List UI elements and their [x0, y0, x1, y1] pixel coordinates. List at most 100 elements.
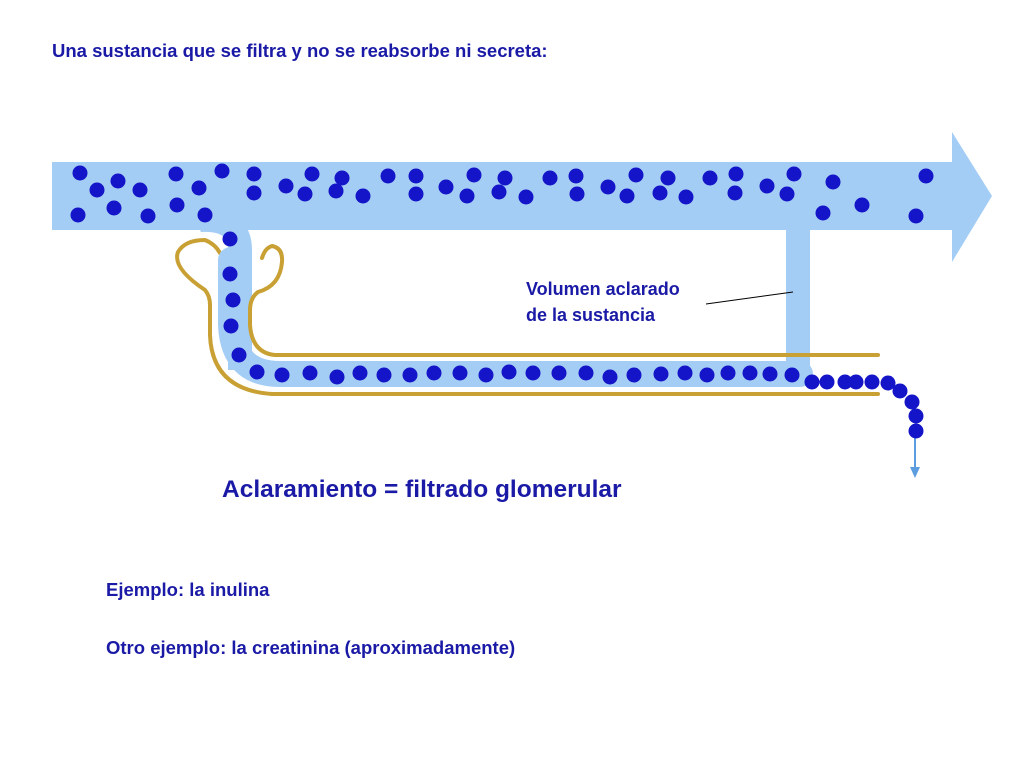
- blood-particle: [779, 186, 795, 202]
- urine-particle: [908, 408, 924, 424]
- urine-particle: [864, 374, 880, 390]
- tubular-particle: [653, 366, 669, 382]
- substance-particles: [70, 163, 934, 439]
- blood-particle: [72, 165, 88, 181]
- cleared-volume-label-line1: Volumen aclarado: [526, 279, 680, 299]
- tubular-particle: [352, 365, 368, 381]
- label-pointer-line: [705, 291, 794, 305]
- filtered-particle: [223, 318, 239, 334]
- blood-particle: [140, 208, 156, 224]
- tubular-particle: [677, 365, 693, 381]
- urine-particle: [892, 383, 908, 399]
- blood-particle: [660, 170, 676, 186]
- slide-heading: Una sustancia que se filtra y no se reab…: [52, 40, 548, 61]
- blood-particle: [408, 186, 424, 202]
- blood-particle: [408, 168, 424, 184]
- efferent-branch: [786, 202, 821, 372]
- blood-particle: [89, 182, 105, 198]
- blood-particle: [759, 178, 775, 194]
- blood-particle: [168, 166, 184, 182]
- cleared-volume-label: Volumen aclarado de la sustancia: [526, 276, 680, 328]
- tubular-particle: [762, 366, 778, 382]
- blood-particle: [459, 188, 475, 204]
- example-inulin: Ejemplo: la inulina: [106, 579, 270, 600]
- tubular-particle: [402, 367, 418, 383]
- blood-particle: [491, 184, 507, 200]
- tubular-particle: [376, 367, 392, 383]
- bowman-capsule-left: [175, 237, 880, 396]
- blood-particle: [355, 188, 371, 204]
- blood-particle: [628, 167, 644, 183]
- tubular-particle: [329, 369, 345, 385]
- blood-particle: [518, 189, 534, 205]
- blood-particle: [727, 185, 743, 201]
- tubular-particle: [551, 365, 567, 381]
- filtered-particle: [222, 231, 238, 247]
- blood-particle: [70, 207, 86, 223]
- blood-particle: [619, 188, 635, 204]
- tubular-particle: [578, 365, 594, 381]
- tubular-particle: [302, 365, 318, 381]
- blood-particle: [246, 185, 262, 201]
- blood-particle: [278, 178, 294, 194]
- blood-particle: [918, 168, 934, 184]
- blood-particle: [600, 179, 616, 195]
- filtered-particle: [222, 266, 238, 282]
- blood-particle: [214, 163, 230, 179]
- tubular-particle: [452, 365, 468, 381]
- blood-particle: [328, 183, 344, 199]
- blood-particle: [908, 208, 924, 224]
- blood-particle: [106, 200, 122, 216]
- urine-particle: [880, 375, 896, 391]
- filtered-particle: [231, 347, 247, 363]
- blood-particle: [132, 182, 148, 198]
- tubular-particle: [426, 365, 442, 381]
- urine-particle: [908, 423, 924, 439]
- tubular-particle: [274, 367, 290, 383]
- blood-particle: [568, 168, 584, 184]
- clearance-equation: Aclaramiento = filtrado glomerular: [222, 476, 622, 503]
- nephron-tubule: [175, 237, 880, 396]
- blood-particle: [297, 186, 313, 202]
- blood-particle: [466, 167, 482, 183]
- blood-particle: [334, 170, 350, 186]
- bowman-capsule-right: [248, 243, 880, 357]
- tubular-particle: [699, 367, 715, 383]
- blood-particle: [786, 166, 802, 182]
- blood-particle: [652, 185, 668, 201]
- blood-particle: [542, 170, 558, 186]
- urine-particle: [804, 374, 820, 390]
- filtered-particle: [225, 292, 241, 308]
- urine-particle: [904, 394, 920, 410]
- tubular-particle: [720, 365, 736, 381]
- blood-particle: [380, 168, 396, 184]
- urine-arrow-head: [910, 467, 920, 478]
- example-creatinine: Otro ejemplo: la creatinina (aproximadam…: [106, 637, 516, 658]
- blood-particle: [110, 173, 126, 189]
- blood-particle: [825, 174, 841, 190]
- blood-particle: [728, 166, 744, 182]
- urine-particle: [819, 374, 835, 390]
- blood-particle: [197, 207, 213, 223]
- blood-particle: [246, 166, 262, 182]
- blood-particle: [304, 166, 320, 182]
- tubular-particle: [602, 369, 618, 385]
- blood-particle: [815, 205, 831, 221]
- blood-particle: [497, 170, 513, 186]
- blood-particle: [191, 180, 207, 196]
- blood-particle: [702, 170, 718, 186]
- tubular-particle: [784, 367, 800, 383]
- urine-particle: [837, 374, 853, 390]
- blood-particle: [169, 197, 185, 213]
- blood-particle: [569, 186, 585, 202]
- blood-particle: [678, 189, 694, 205]
- tubular-particle: [626, 367, 642, 383]
- tubular-particle: [249, 364, 265, 380]
- tubular-particle: [525, 365, 541, 381]
- blood-vessel: [52, 132, 992, 372]
- tubular-particle: [501, 364, 517, 380]
- blood-particle: [438, 179, 454, 195]
- tubular-particle: [742, 365, 758, 381]
- tubular-particle: [478, 367, 494, 383]
